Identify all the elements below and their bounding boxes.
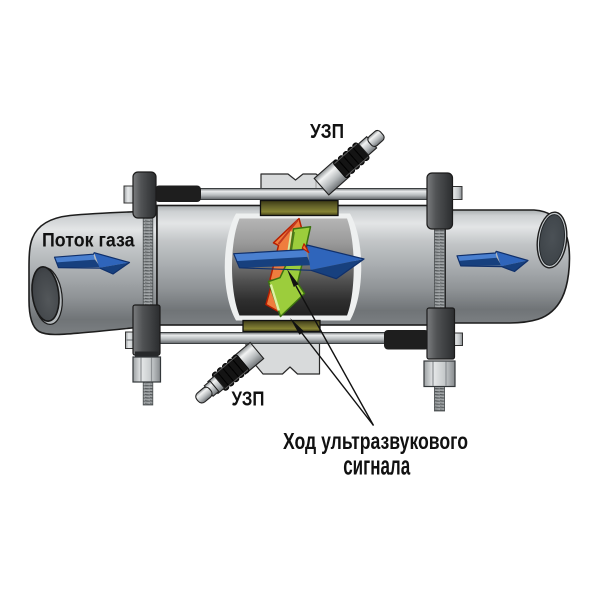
svg-text:сигнала: сигнала bbox=[343, 451, 411, 481]
svg-text:УЗП: УЗП bbox=[232, 388, 265, 411]
svg-text:УЗП: УЗП bbox=[310, 120, 344, 143]
svg-text:Ход ультразвукового: Ход ультразвукового bbox=[283, 428, 468, 454]
svg-text:Поток газа: Поток газа bbox=[42, 229, 136, 251]
